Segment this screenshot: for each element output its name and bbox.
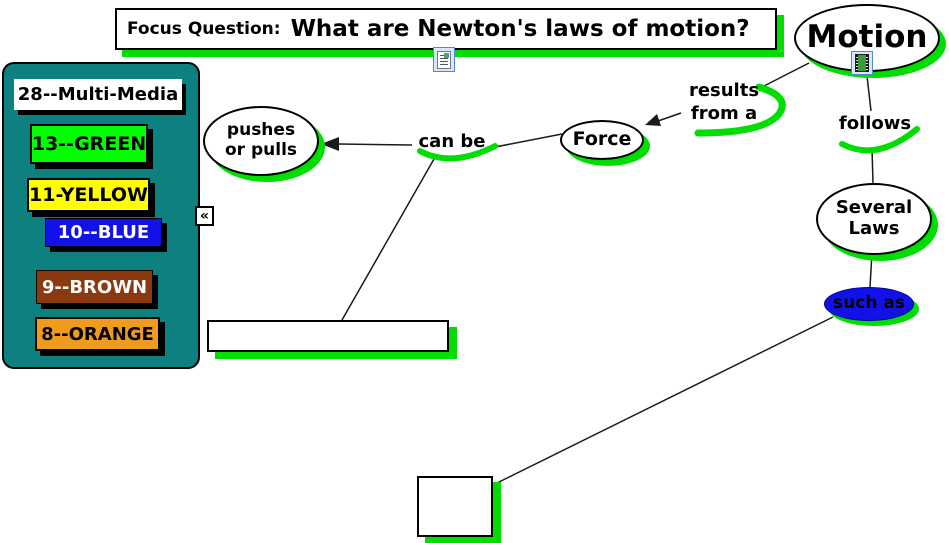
line-suchas-to-bottomrect	[494, 316, 834, 485]
linking-phrase-follows[interactable]: follows	[838, 113, 912, 134]
concept-several-laws[interactable]: Several Laws	[816, 183, 932, 255]
focus-question-text: What are Newton's laws of motion?	[290, 16, 750, 42]
document-icon-glyph	[437, 50, 451, 69]
legend-title[interactable]: 28--Multi-Media	[14, 79, 182, 110]
linking-phrase-such-as[interactable]: such as	[824, 287, 914, 321]
linking-phrase-results-from-a[interactable]: results from a	[688, 80, 760, 124]
document-attachment-icon[interactable]	[433, 47, 455, 72]
line-motion-to-follows	[866, 75, 872, 112]
focus-question-prefix: Focus Question:	[127, 19, 281, 39]
follows-green-crescent	[839, 126, 920, 154]
results-green-crescent	[694, 83, 786, 137]
line-follows-to-several	[871, 148, 874, 184]
line-motion-to-results	[763, 62, 810, 87]
panel-collapse-button[interactable]: «	[195, 206, 214, 226]
legend-item-yellow[interactable]: 11-YELLOW	[27, 178, 150, 212]
film-attachment-icon[interactable]	[851, 51, 873, 75]
line-canbe-to-midrect	[341, 158, 435, 321]
film-icon-glyph	[855, 54, 869, 72]
focus-question-box[interactable]: Focus Question: What are Newton's laws o…	[115, 8, 777, 50]
line-several-to-suchas	[869, 252, 873, 288]
empty-concept-box-bottom[interactable]	[417, 476, 493, 537]
line-canbe-to-force	[489, 133, 563, 149]
line-results-to-force	[657, 112, 682, 122]
legend-item-blue[interactable]: 10--BLUE	[45, 218, 162, 247]
canbe-green-crescent	[417, 143, 498, 162]
line-canbe-to-pushes	[338, 143, 413, 146]
concept-force[interactable]: Force	[560, 120, 644, 160]
legend-item-green[interactable]: 13--GREEN	[30, 124, 148, 164]
empty-concept-box-mid[interactable]	[207, 320, 449, 352]
legend-item-brown[interactable]: 9--BROWN	[36, 270, 153, 304]
legend-item-orange[interactable]: 8--ORANGE	[35, 317, 160, 351]
concept-pushes-or-pulls[interactable]: pushes or pulls	[203, 106, 319, 176]
arrowhead-into-force	[645, 114, 661, 126]
arrowhead-into-pushes	[321, 137, 339, 151]
linking-phrase-can-be[interactable]: can be	[418, 131, 486, 152]
